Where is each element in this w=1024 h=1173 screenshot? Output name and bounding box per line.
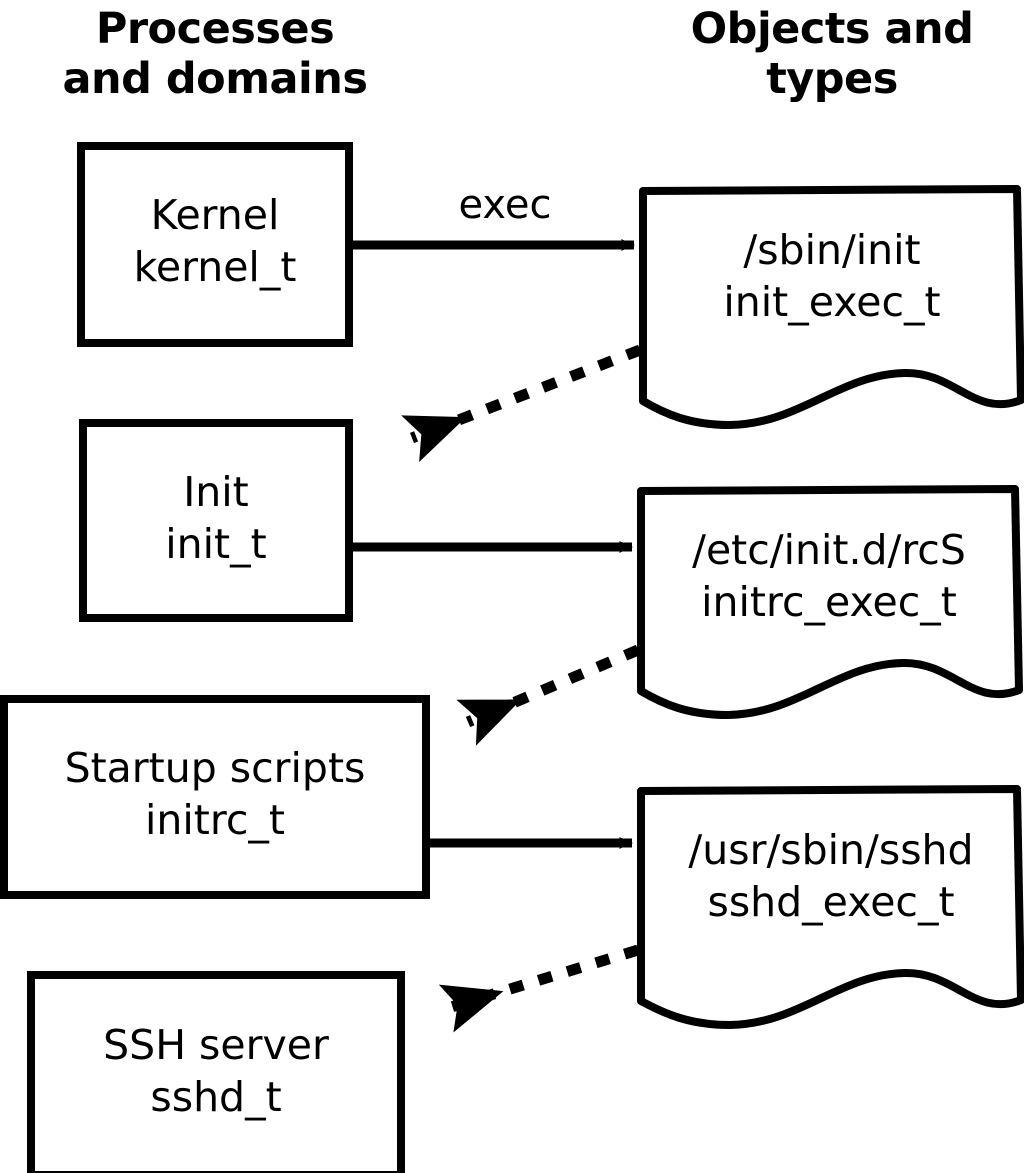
edge-label-exec: exec [458, 182, 552, 228]
column-header-objects: Objects and types [690, 4, 974, 104]
process-box-sshd[interactable] [27, 971, 405, 1173]
process-box-init[interactable] [79, 419, 353, 622]
edge-sshd-exec-to-sshd [438, 944, 640, 1033]
object-doc-init-exec[interactable] [639, 185, 1024, 429]
object-doc-initrc-exec[interactable] [637, 485, 1023, 719]
column-header-processes: Processes and domains [62, 4, 368, 104]
object-doc-sshd-exec[interactable] [637, 785, 1024, 1029]
edge-initrc-exec-to-initrc [456, 644, 641, 746]
process-box-kernel[interactable] [77, 142, 353, 347]
process-box-initrc[interactable] [0, 695, 430, 899]
edge-init-exec-to-init [401, 344, 642, 463]
